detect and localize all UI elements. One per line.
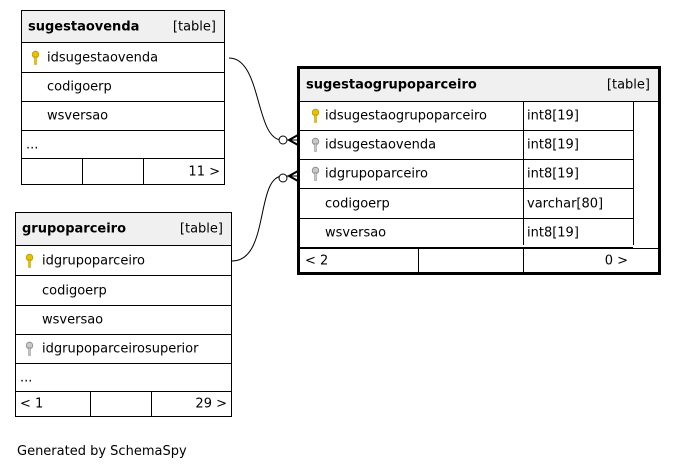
table-grupoparceiro[interactable]: grupoparceiro [table] idgrupoparceiro co… xyxy=(15,212,232,417)
connector-crowsfoot xyxy=(286,170,299,182)
connector-zero-marker xyxy=(278,135,288,145)
column-type: int8[19] xyxy=(527,225,579,241)
connector-zero-marker xyxy=(278,173,288,183)
connector-crowsfoot xyxy=(286,134,299,146)
column-row[interactable]: codigoerp varchar[80] xyxy=(300,189,633,219)
footer-right-count[interactable]: 29 > xyxy=(195,396,227,412)
table-footer: 11 > xyxy=(22,159,224,184)
foreign-key-icon xyxy=(311,166,320,181)
column-name: idgrupoparceiro xyxy=(325,166,428,182)
column-row[interactable]: idgrupoparceiro xyxy=(16,246,231,276)
foreign-key-icon xyxy=(311,137,320,152)
table-header[interactable]: grupoparceiro [table] xyxy=(16,213,231,246)
column-type: varchar[80] xyxy=(527,196,604,211)
generated-by-label: Generated by SchemaSpy xyxy=(17,444,187,459)
footer-left-count[interactable]: < 1 xyxy=(20,396,44,412)
column-name: codigoerp xyxy=(325,196,390,211)
more-columns-row[interactable]: ... xyxy=(22,131,224,159)
column-row[interactable]: idgrupoparceirosuperior xyxy=(16,335,231,364)
more-columns-label: ... xyxy=(26,137,39,152)
column-row[interactable]: codigoerp xyxy=(22,73,224,102)
column-name: idgrupoparceiro xyxy=(42,253,145,268)
footer-right-count[interactable]: 11 > xyxy=(188,164,220,179)
connector-grupoparceiro xyxy=(231,175,298,262)
table-name: sugestaovenda xyxy=(28,19,140,34)
primary-key-icon xyxy=(31,50,40,65)
connector-sugestaovenda xyxy=(228,57,298,141)
column-type: int8[19] xyxy=(527,108,579,124)
column-name: idgrupoparceirosuperior xyxy=(42,341,199,357)
table-sugestaovenda[interactable]: sugestaovenda [table] idsugestaovenda co… xyxy=(21,10,225,185)
column-row[interactable]: wsversao xyxy=(16,306,231,335)
footer-left-count[interactable]: < 2 xyxy=(305,253,329,268)
column-name: idsugestaovenda xyxy=(47,50,159,65)
table-sugestaogrupoparceiro[interactable]: sugestaogrupoparceiro [table] idsugestao… xyxy=(297,66,661,275)
column-name: wsversao xyxy=(47,108,109,124)
column-row[interactable]: idsugestaovenda int8[19] xyxy=(300,131,633,160)
foreign-key-icon xyxy=(25,341,34,356)
column-name: codigoerp xyxy=(42,283,107,298)
table-name: grupoparceiro xyxy=(22,221,127,237)
column-row[interactable]: codigoerp xyxy=(16,276,231,306)
column-name: idsugestaovenda xyxy=(325,137,437,153)
column-row[interactable]: idgrupoparceiro int8[19] xyxy=(300,160,633,189)
table-type: [table] xyxy=(179,221,223,237)
column-type: int8[19] xyxy=(527,137,579,153)
column-row[interactable]: wsversao int8[19] xyxy=(300,219,633,248)
more-columns-label: ... xyxy=(20,370,33,385)
column-row[interactable]: wsversao xyxy=(22,102,224,131)
column-name: wsversao xyxy=(325,225,387,241)
table-header[interactable]: sugestaogrupoparceiro [table] xyxy=(300,69,658,102)
table-footer: < 2 0 > xyxy=(300,248,658,272)
column-name: wsversao xyxy=(42,312,104,328)
column-type: int8[19] xyxy=(527,166,579,182)
table-header[interactable]: sugestaovenda [table] xyxy=(22,11,224,43)
table-type: [table] xyxy=(172,19,216,34)
primary-key-icon xyxy=(311,108,320,123)
table-name: sugestaogrupoparceiro xyxy=(306,77,477,93)
table-type: [table] xyxy=(606,77,650,93)
more-columns-row[interactable]: ... xyxy=(16,364,231,392)
column-name: idsugestaogrupoparceiro xyxy=(325,108,488,124)
column-row[interactable]: idsugestaovenda xyxy=(22,43,224,73)
footer-right-count[interactable]: 0 > xyxy=(604,253,628,268)
primary-key-icon xyxy=(25,253,34,268)
column-row[interactable]: idsugestaogrupoparceiro int8[19] xyxy=(300,102,633,131)
column-name: codigoerp xyxy=(47,79,112,95)
table-footer: < 1 29 > xyxy=(16,392,231,416)
